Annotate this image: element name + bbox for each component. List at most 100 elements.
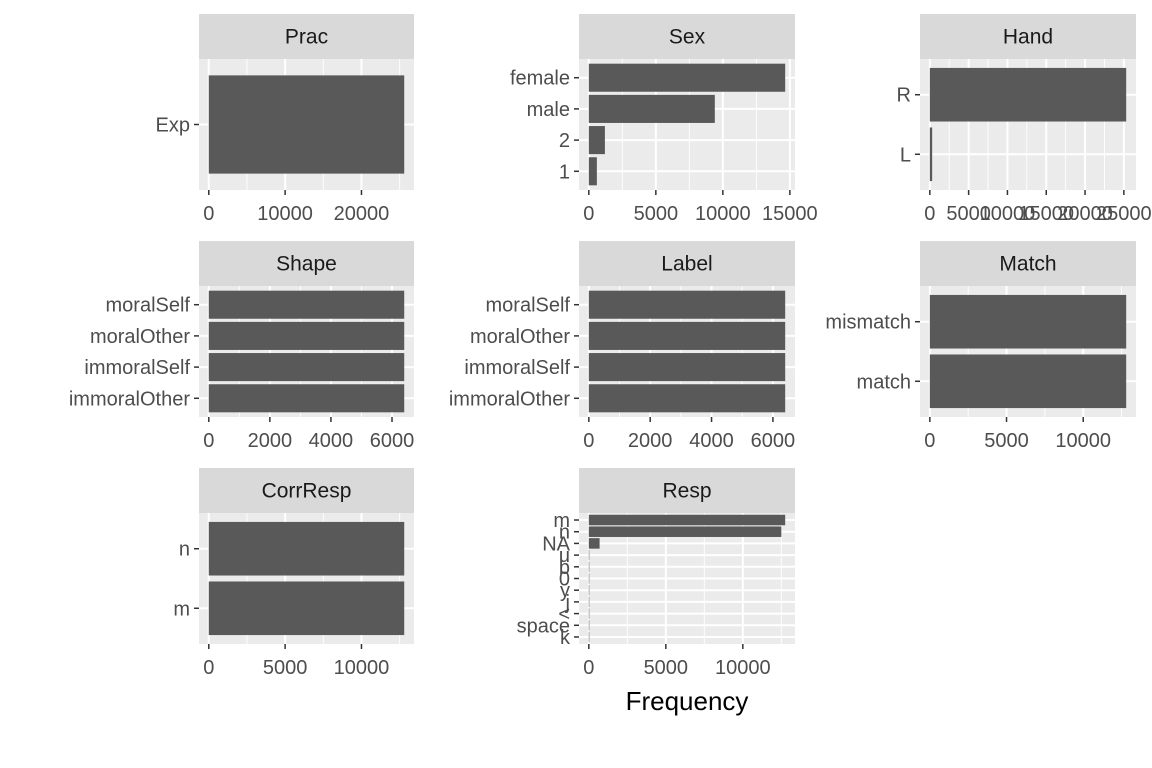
y-tick-label-1: female xyxy=(510,68,570,90)
y-tick-label-4: moralOther xyxy=(470,326,570,348)
bar-7-b xyxy=(588,561,590,573)
y-tick-label-7: u xyxy=(559,545,570,567)
x-tick-label-2: 5000 xyxy=(946,203,991,225)
bar-2-r xyxy=(929,67,1127,122)
x-tick-label-2: 10000 xyxy=(980,203,1036,225)
y-tick-label-7: y xyxy=(560,580,570,602)
strip-1 xyxy=(579,14,795,59)
bar-4-moralself xyxy=(588,290,786,319)
bar-6-n xyxy=(208,521,405,576)
x-tick-label-4: 0 xyxy=(583,430,594,452)
bar-1-1 xyxy=(588,157,597,186)
bar-5-mismatch xyxy=(929,294,1127,349)
x-tick-label-3: 2000 xyxy=(248,430,293,452)
y-tick-label-7: 0 xyxy=(559,569,570,591)
y-tick-label-7: b xyxy=(559,557,570,579)
y-tick-label-3: immoralSelf xyxy=(84,357,190,379)
bar-7-u xyxy=(588,549,590,561)
x-tick-label-7: 0 xyxy=(583,657,594,679)
strip-2 xyxy=(920,14,1136,59)
y-tick-label-7: NA xyxy=(542,533,570,555)
x-tick-label-2: 15000 xyxy=(1018,203,1074,225)
bar-3-immoralother xyxy=(208,384,405,413)
strip-title-4: Label xyxy=(661,253,712,276)
y-tick-label-2: R xyxy=(897,85,911,107)
bar-7-space xyxy=(588,620,590,631)
bar-0-exp xyxy=(208,75,405,174)
strip-title-5: Match xyxy=(999,253,1056,276)
bar-3-immoralself xyxy=(208,353,405,382)
y-tick-label-7: j xyxy=(565,592,570,614)
bar-7-m xyxy=(588,514,786,526)
bar-7-j xyxy=(588,596,590,608)
y-tick-label-7: m xyxy=(553,510,570,532)
x-tick-label-1: 0 xyxy=(583,203,594,225)
bar-7-0 xyxy=(588,573,590,584)
x-tick-label-4: 4000 xyxy=(689,430,734,452)
y-tick-label-4: immoralOther xyxy=(449,388,570,410)
x-tick-label-4: 2000 xyxy=(628,430,673,452)
x-tick-label-5: 0 xyxy=(924,430,935,452)
bar-6-m xyxy=(208,581,405,636)
x-axis-title: Frequency xyxy=(626,686,749,716)
strip-title-7: Resp xyxy=(662,480,711,503)
bar-1-male xyxy=(588,94,715,123)
x-tick-label-6: 10000 xyxy=(334,657,390,679)
bar-1-2 xyxy=(588,126,605,155)
y-tick-label-1: 2 xyxy=(559,130,570,152)
bar-7-k xyxy=(588,631,590,643)
strip-0 xyxy=(199,14,414,59)
x-tick-label-1: 15000 xyxy=(762,203,818,225)
bar-4-moralother xyxy=(588,321,786,350)
y-tick-label-3: moralOther xyxy=(90,326,190,348)
x-tick-label-2: 20000 xyxy=(1057,203,1113,225)
y-tick-label-1: 1 xyxy=(559,161,570,183)
x-tick-label-2: 0 xyxy=(924,203,935,225)
y-tick-label-4: immoralSelf xyxy=(464,357,570,379)
x-tick-label-5: 10000 xyxy=(1055,430,1111,452)
y-tick-label-1: male xyxy=(527,99,570,121)
x-tick-label-6: 5000 xyxy=(263,657,308,679)
y-tick-label-7: k xyxy=(560,627,571,649)
x-tick-label-7: 10000 xyxy=(715,657,771,679)
x-tick-label-0: 0 xyxy=(203,203,214,225)
x-tick-label-3: 6000 xyxy=(370,430,415,452)
y-tick-label-0: Exp xyxy=(156,115,190,137)
y-tick-label-5: match xyxy=(857,371,911,393)
x-tick-label-6: 0 xyxy=(203,657,214,679)
x-tick-label-1: 5000 xyxy=(634,203,679,225)
x-tick-label-4: 6000 xyxy=(751,430,796,452)
bar-2-l xyxy=(929,127,933,182)
y-tick-label-7: < xyxy=(558,604,570,626)
strip-title-3: Shape xyxy=(276,253,337,276)
strip-title-6: CorrResp xyxy=(262,480,352,503)
bar-1-female xyxy=(588,63,786,92)
strip-title-1: Sex xyxy=(669,26,706,49)
y-tick-label-3: immoralOther xyxy=(69,388,190,410)
y-tick-label-6: m xyxy=(173,598,190,620)
strip-6 xyxy=(199,468,414,513)
bar-7-n xyxy=(588,526,782,537)
x-tick-label-5: 5000 xyxy=(984,430,1029,452)
bar-3-moralother xyxy=(208,321,405,350)
x-tick-label-2: 25000 xyxy=(1096,203,1152,225)
bar-4-immoralother xyxy=(588,384,786,413)
strip-title-0: Prac xyxy=(285,26,328,49)
x-tick-label-0: 20000 xyxy=(334,203,390,225)
bar-4-immoralself xyxy=(588,353,786,382)
y-tick-label-7: space xyxy=(517,615,570,637)
y-tick-label-3: moralSelf xyxy=(106,295,191,317)
x-tick-label-3: 4000 xyxy=(309,430,354,452)
y-tick-label-7: n xyxy=(559,522,570,544)
x-tick-label-7: 5000 xyxy=(644,657,689,679)
x-tick-label-1: 10000 xyxy=(695,203,751,225)
bar-3-moralself xyxy=(208,290,405,319)
y-tick-label-5: mismatch xyxy=(825,312,911,334)
y-tick-label-4: moralSelf xyxy=(486,295,571,317)
bar-7-na xyxy=(588,538,600,549)
y-tick-label-6: n xyxy=(179,539,190,561)
strip-3 xyxy=(199,241,414,286)
bar-7-- xyxy=(588,608,590,619)
